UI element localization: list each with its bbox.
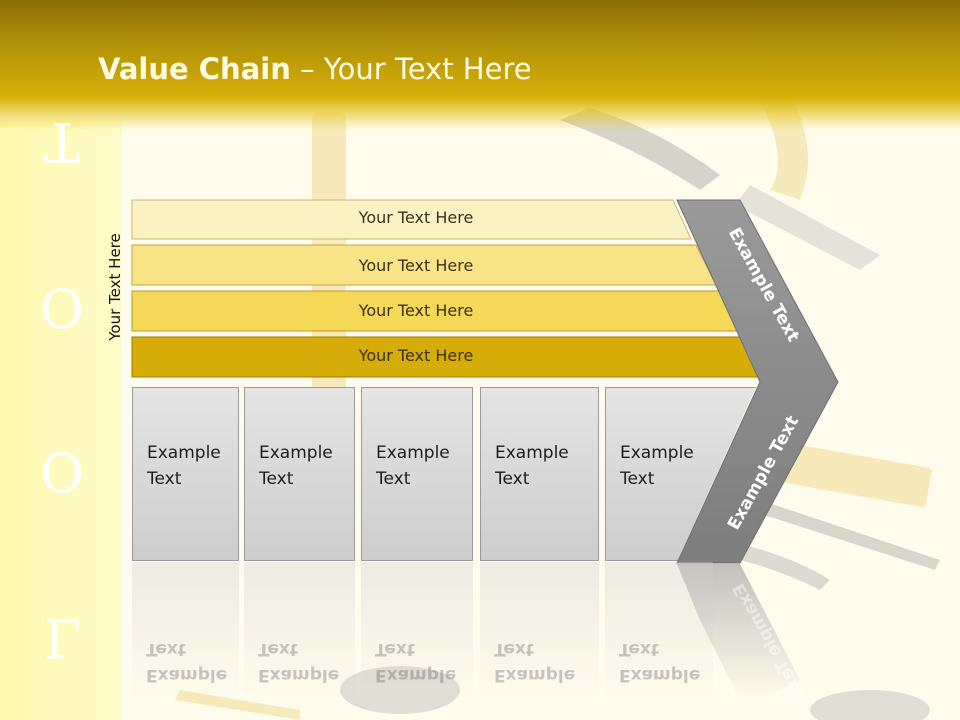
- reflection-1-line-2: Text: [146, 639, 186, 659]
- box-reflection-5: Example Text: [605, 562, 713, 702]
- title-bold: Value Chain: [98, 52, 291, 86]
- reflection-3-line-2: Text: [375, 639, 415, 659]
- box-5-line-2: Text: [620, 469, 655, 489]
- box-4-line-2: Text: [495, 469, 530, 489]
- corner-tool: [810, 690, 930, 720]
- bar-label-1: Your Text Here: [358, 208, 474, 227]
- box-2-line-1: Example: [259, 443, 333, 463]
- box-reflection-1: Example Text: [132, 562, 239, 702]
- reflection-4-line-1: Example: [494, 665, 576, 685]
- reflection-5-line-1: Example: [619, 665, 701, 685]
- box-5-line-1: Example: [620, 443, 694, 463]
- reflection-text-4: Example Text: [494, 636, 575, 688]
- reflection-4-line-2: Text: [494, 639, 534, 659]
- box-3-line-1: Example: [376, 443, 450, 463]
- box-reflection-3: Example Text: [361, 562, 473, 702]
- reflection-text-5: Example Text: [619, 636, 700, 688]
- tool-letter-o1: O: [39, 278, 85, 341]
- header-band: [0, 0, 960, 130]
- tape-measure-right: [778, 442, 932, 508]
- reflection-text-1: Example Text: [146, 636, 227, 688]
- box-3-line-2: Text: [376, 469, 411, 489]
- box-4-line-1: Example: [495, 443, 569, 463]
- lower-tool: [340, 666, 460, 714]
- title-rest: – Your Text Here: [290, 52, 532, 86]
- tool-letter-o2: O: [39, 442, 85, 505]
- chevron-arrow: [676, 199, 839, 564]
- reflection-1-line-1: Example: [146, 665, 228, 685]
- left-side-band: [0, 120, 122, 720]
- reflection-text-3: Example Text: [375, 636, 456, 688]
- bar-shape-1: [131, 199, 692, 240]
- box-1-line-2: Text: [147, 469, 182, 489]
- screwdriver: [755, 500, 940, 570]
- lower-tape: [175, 690, 300, 720]
- chevron-reflection: [677, 564, 800, 700]
- pliers-jaw: [735, 185, 880, 270]
- box-1-line-1: Example: [147, 443, 221, 463]
- bar-label-4: Your Text Here: [358, 346, 474, 365]
- bar-label-2: Your Text Here: [358, 256, 474, 275]
- reflection-3-line-1: Example: [375, 665, 457, 685]
- box-reflection-4: Example Text: [480, 562, 599, 702]
- reflection-2-line-1: Example: [258, 665, 340, 685]
- reflection-text-2: Example Text: [258, 636, 339, 688]
- reflection-2-line-2: Text: [258, 639, 298, 659]
- reflection-5-line-2: Text: [619, 639, 659, 659]
- box-reflection-2: Example Text: [244, 562, 355, 702]
- slide-title: Value Chain – Your Text Here: [98, 52, 532, 86]
- box-2-line-2: Text: [259, 469, 294, 489]
- lower-pliers: [740, 545, 830, 590]
- bar-label-3: Your Text Here: [358, 301, 474, 320]
